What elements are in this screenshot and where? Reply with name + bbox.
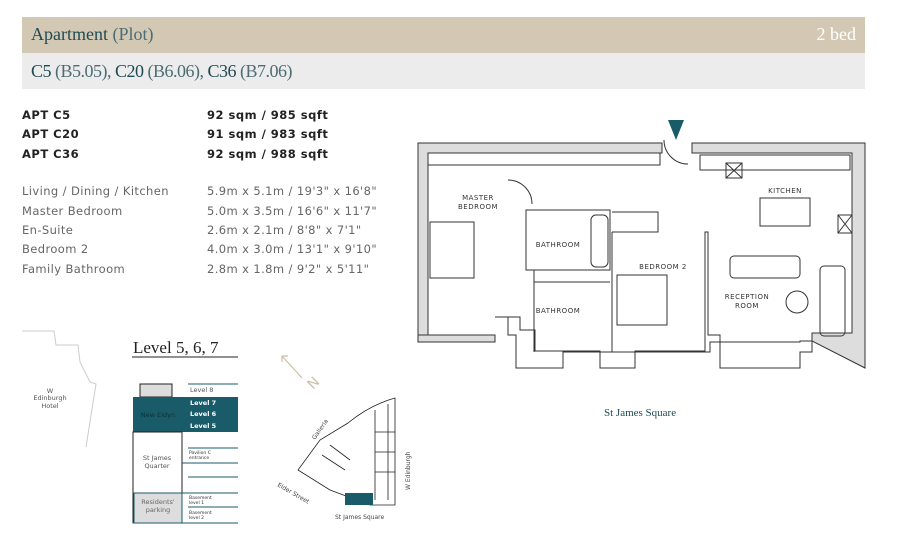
label-bathroom: BATHROOM: [536, 307, 581, 315]
room-size: 4.0m x 3.0m / 13'1" x 9'10": [207, 242, 378, 256]
pavilion-label: entrance: [189, 455, 209, 461]
hotel-label: W: [47, 387, 54, 395]
level-7: Level 7: [190, 399, 216, 407]
floor-plan: [417, 120, 866, 369]
building-name: New Eldyn: [141, 411, 175, 419]
label-kitchen: KITCHEN: [768, 187, 802, 195]
room-size: 5.0m x 3.5m / 16'6" x 11'7": [207, 204, 378, 218]
level-5: Level 5: [190, 422, 217, 430]
room-name: Master Bedroom: [22, 204, 123, 218]
basement-label: Basement: [189, 510, 212, 516]
quarter-label: Quarter: [144, 462, 169, 470]
bed-count: 2 bed: [816, 24, 857, 44]
apt-area: 92 sqm / 985 sqft: [207, 108, 329, 122]
label-bedroom2: BEDROOM 2: [639, 263, 687, 271]
hotel-label: Hotel: [41, 402, 58, 410]
apt-area: 92 sqm / 988 sqft: [207, 147, 329, 161]
label-master: BEDROOM: [458, 203, 498, 211]
hotel-label: Edinburgh: [33, 394, 66, 402]
level-6: Level 6: [190, 410, 217, 418]
room-name: En-Suite: [22, 223, 74, 237]
room-name: Living / Dining / Kitchen: [22, 184, 169, 198]
apt-name: APT C36: [22, 147, 80, 161]
basement-label: level 1: [189, 500, 204, 506]
page-title: Apartment (Plot): [31, 24, 154, 44]
label-reception: ROOM: [735, 302, 759, 310]
basement-label: level 2: [189, 515, 204, 521]
label-bathroom: BATHROOM: [536, 241, 581, 249]
plot-list: C5 (B5.05), C20 (B6.06), C36 (B7.06): [31, 61, 293, 81]
compass-arrow-icon: [281, 355, 303, 379]
room-name: Bedroom 2: [22, 242, 89, 256]
parking-label: parking: [146, 506, 171, 514]
room-labels: MASTER BEDROOM BATHROOM BEDROOM 2 BATHRO…: [458, 187, 802, 315]
label-master: MASTER: [462, 194, 494, 202]
street-label: St James Square: [604, 407, 677, 419]
apt-name: APT C5: [22, 108, 71, 122]
street-st-james: St James Square: [335, 514, 385, 521]
apt-area: 91 sqm / 983 sqft: [207, 127, 329, 141]
street-w-edinburgh: W Edinburgh: [405, 451, 412, 490]
plot-bar: C5 (B5.05), C20 (B6.06), C36 (B7.06): [22, 53, 865, 89]
entrance-arrow-icon: [668, 120, 684, 140]
apt-name: APT C20: [22, 127, 80, 141]
room-size: 5.9m x 5.1m / 19'3" x 16'8": [207, 184, 378, 198]
label-reception: RECEPTION: [725, 293, 769, 301]
compass-north: N: [305, 374, 324, 393]
quarter-label: St James: [143, 454, 172, 462]
level-key: New Eldyn Level 8 Level 7 Level 6 Level …: [132, 356, 238, 524]
basement-label: Basement: [189, 495, 212, 501]
room-size: 2.8m x 1.8m / 9'2" x 5'11": [207, 262, 370, 276]
street-elder: Elder Street: [276, 482, 311, 506]
room-size: 2.6m x 2.1m / 8'8" x 7'1": [207, 223, 362, 237]
room-name: Family Bathroom: [22, 262, 126, 276]
parking-label: Residents': [141, 498, 175, 506]
level-title: Level 5, 6, 7: [133, 338, 219, 357]
pavilion-label: Pavilion C: [189, 450, 211, 456]
header-bar: Apartment (Plot) 2 bed: [22, 17, 865, 53]
level-8: Level 8: [190, 386, 213, 394]
